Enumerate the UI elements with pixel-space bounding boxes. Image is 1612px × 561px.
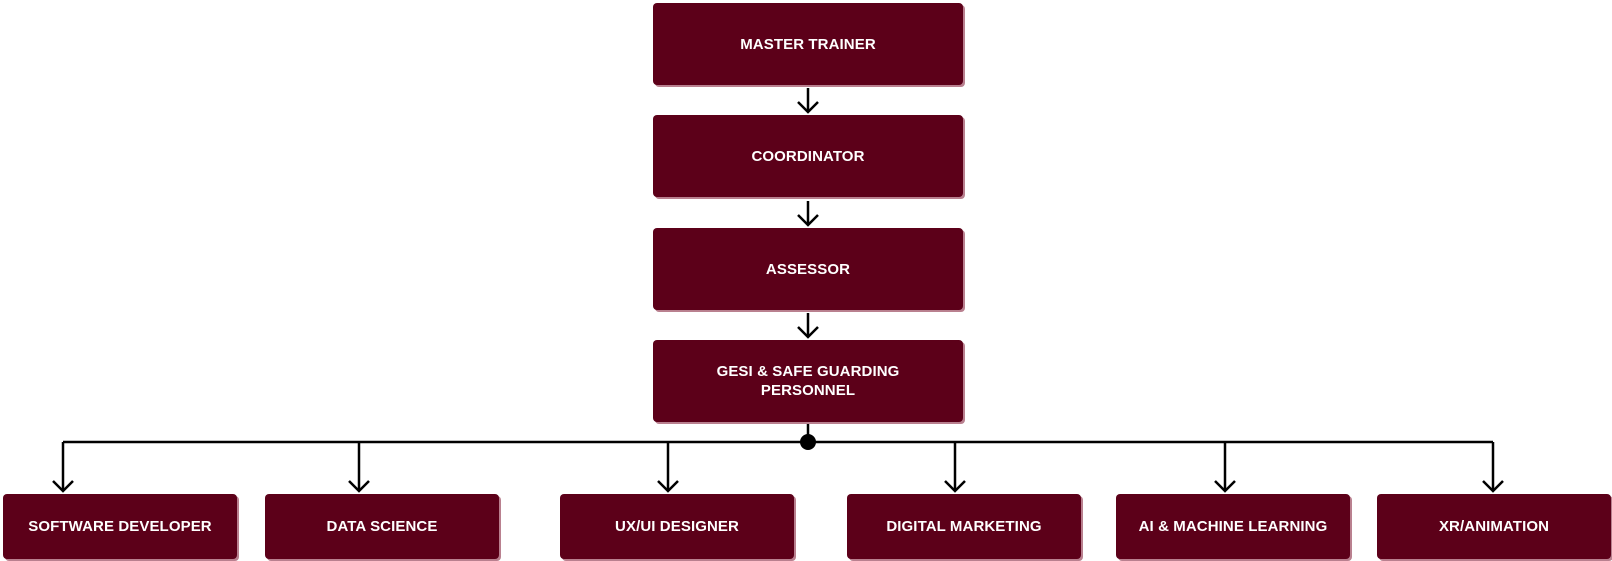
node-xr-animation: XR/ANIMATION <box>1377 494 1611 559</box>
arrow-coordinator-to-assessor <box>797 201 819 227</box>
node-data-science: DATA SCIENCE <box>265 494 499 559</box>
arrow-to-data-science <box>348 442 370 493</box>
node-software-developer: SOFTWARE DEVELOPER <box>3 494 237 559</box>
node-assessor: ASSESSOR <box>653 228 963 310</box>
arrow-to-software-developer <box>52 442 74 493</box>
arrow-master-to-coordinator <box>797 88 819 114</box>
arrow-to-ai-machine-learning <box>1214 442 1236 493</box>
node-gesi-safeguarding: GESI & SAFE GUARDING PERSONNEL <box>653 340 963 422</box>
node-ai-machine-learning: AI & MACHINE LEARNING <box>1116 494 1350 559</box>
arrow-to-ux-ui-designer <box>657 442 679 493</box>
arrow-assessor-to-gesi <box>797 313 819 339</box>
node-ux-ui-designer: UX/UI DESIGNER <box>560 494 794 559</box>
node-coordinator: COORDINATOR <box>653 115 963 197</box>
arrow-to-xr-animation <box>1482 442 1504 493</box>
arrow-to-digital-marketing <box>944 442 966 493</box>
node-digital-marketing: DIGITAL MARKETING <box>847 494 1081 559</box>
junction-dot <box>800 434 816 450</box>
node-master-trainer: MASTER TRAINER <box>653 3 963 85</box>
